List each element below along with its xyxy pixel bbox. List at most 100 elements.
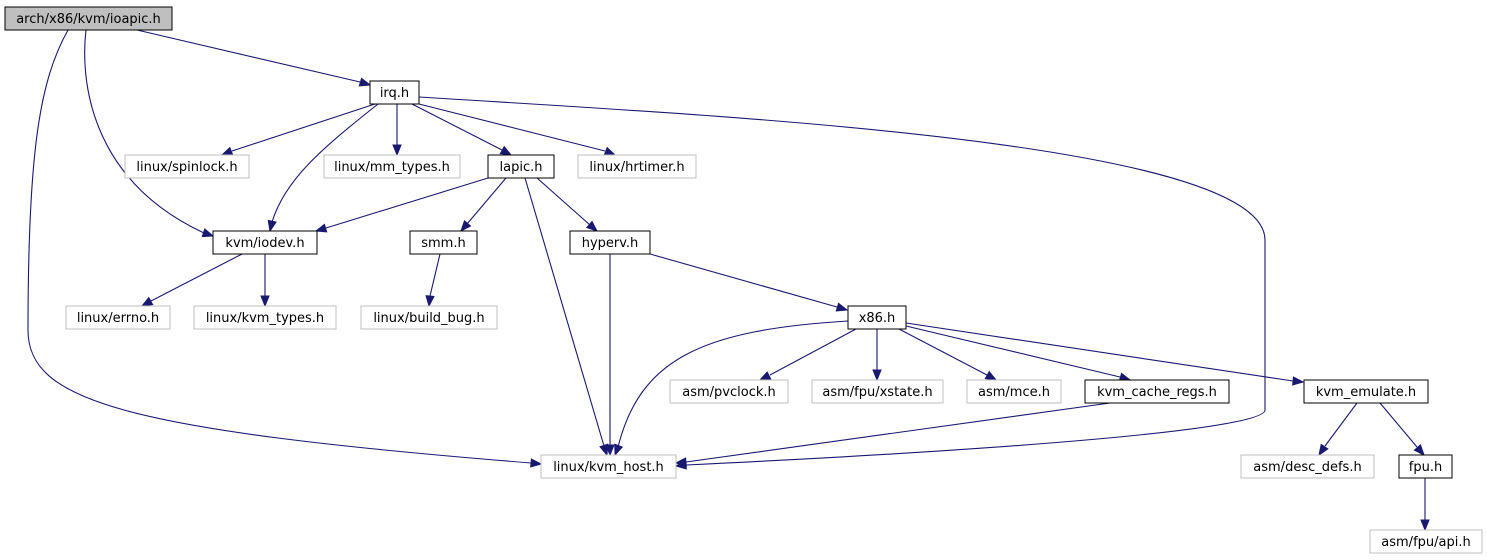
edge-line	[466, 177, 507, 225]
node-box	[847, 305, 907, 330]
edge-line	[617, 320, 849, 448]
edge-x86-to-xstate	[872, 329, 882, 382]
node-box	[669, 379, 789, 404]
node-label: linux/errno.h	[77, 311, 159, 326]
edge-irq-to-spinlock	[220, 103, 376, 156]
node-label: kvm_cache_regs.h	[1097, 385, 1217, 400]
edge-arrowhead	[267, 219, 277, 233]
node-box	[65, 305, 171, 330]
edge-kvm_cache_regs-to-kvm_host	[674, 402, 1111, 467]
edge-irq-to-hrtimer	[418, 103, 617, 156]
node-errno: linux/errno.h	[65, 305, 171, 330]
edge-irq-to-mm_types	[392, 104, 402, 157]
node-xstate: asm/fpu/xstate.h	[811, 379, 944, 404]
edge-x86-to-kvm_cache_regs	[905, 325, 1132, 382]
edge-line	[524, 177, 605, 447]
node-box	[487, 154, 555, 179]
edge-arrowhead	[614, 443, 624, 457]
edge-line	[84, 29, 205, 234]
edge-line	[411, 103, 503, 151]
edge-ioapic-to-irq	[136, 29, 372, 87]
edge-line	[27, 29, 532, 464]
edge-lapic-to-hyperv	[536, 177, 599, 232]
edge-x86-to-kvm_emulate	[905, 322, 1305, 386]
node-iodev[interactable]: kvm/iodev.h	[212, 230, 318, 255]
node-box	[577, 154, 697, 179]
edge-arrowhead	[1318, 443, 1329, 457]
node-label: asm/desc_defs.h	[1253, 460, 1361, 475]
edge-line	[769, 328, 857, 376]
edge-kvm_emulate-to-desc_defs	[1318, 402, 1358, 457]
node-label: linux/spinlock.h	[136, 160, 237, 175]
edge-iodev-to-errno	[140, 253, 243, 307]
edge-line	[649, 253, 838, 308]
edge-arrowhead	[358, 77, 372, 87]
node-box	[1303, 379, 1429, 404]
edge-lapic-to-iodev	[314, 177, 489, 233]
edge-line	[898, 328, 988, 376]
node-build-bug: linux/build_bug.h	[360, 305, 498, 330]
node-lapic[interactable]: lapic.h	[487, 154, 555, 179]
node-label: linux/hrtimer.h	[589, 160, 684, 175]
node-label: irq.h	[380, 86, 409, 101]
node-label: x86.h	[859, 311, 896, 326]
node-box	[323, 154, 461, 179]
node-box	[4, 6, 173, 31]
node-irq[interactable]: irq.h	[369, 80, 420, 105]
node-box	[1398, 454, 1453, 479]
node-label: lapic.h	[500, 160, 543, 175]
node-kvm-cache-regs[interactable]: kvm_cache_regs.h	[1084, 379, 1230, 404]
edge-line	[1379, 402, 1418, 448]
node-x86[interactable]: x86.h	[847, 305, 907, 330]
edge-ioapic-to-kvm_host	[27, 29, 543, 468]
node-ioapic[interactable]: arch/x86/kvm/ioapic.h	[4, 6, 173, 31]
node-smm[interactable]: smm.h	[409, 230, 478, 255]
edge-arrowhead	[220, 146, 234, 156]
edge-arrowhead	[835, 302, 849, 312]
edge-line	[685, 402, 1111, 463]
node-box	[1084, 379, 1230, 404]
node-box	[1369, 529, 1483, 554]
edge-arrowhead	[260, 295, 270, 308]
edge-ioapic-to-iodev	[84, 29, 215, 238]
edge-arrowhead	[530, 458, 543, 468]
edge-irq-to-kvm_host	[418, 96, 1266, 470]
node-desc-defs: asm/desc_defs.h	[1240, 454, 1375, 479]
node-label: asm/fpu/xstate.h	[822, 385, 932, 400]
edge-arrowhead	[1420, 519, 1430, 532]
node-spinlock: linux/spinlock.h	[124, 154, 250, 179]
edge-fpu-to-fpu_api	[1420, 478, 1430, 532]
edge-line	[905, 322, 1294, 382]
node-box	[369, 80, 420, 105]
edge-line	[231, 103, 376, 152]
node-box	[540, 454, 677, 479]
edge-lapic-to-smm	[460, 177, 507, 233]
edge-smm-to-build_bug	[425, 253, 441, 308]
node-label: kvm_emulate.h	[1316, 385, 1416, 400]
node-label: linux/kvm_host.h	[553, 460, 664, 475]
edge-arrowhead	[603, 146, 617, 156]
edge-arrowhead	[1413, 443, 1425, 457]
node-hyperv[interactable]: hyperv.h	[569, 230, 651, 255]
node-label: hyperv.h	[582, 236, 639, 251]
edge-arrowhead	[425, 295, 435, 308]
edge-line	[536, 177, 591, 226]
node-mce: asm/mce.h	[966, 379, 1062, 404]
node-fpu[interactable]: fpu.h	[1398, 454, 1453, 479]
edges-layer	[27, 29, 1430, 532]
edge-hyperv-to-x86	[649, 253, 849, 312]
node-label: kvm/iodev.h	[225, 236, 304, 251]
edge-line	[429, 253, 441, 297]
node-box	[193, 305, 337, 330]
node-box	[124, 154, 250, 179]
node-kvm-types: linux/kvm_types.h	[193, 305, 337, 330]
edge-arrowhead	[392, 144, 402, 157]
edge-arrowhead	[201, 228, 215, 238]
node-kvm-emulate[interactable]: kvm_emulate.h	[1303, 379, 1429, 404]
node-label: asm/fpu/api.h	[1381, 535, 1470, 550]
edge-iodev-to-kvm_types	[260, 254, 270, 308]
edge-line	[418, 96, 1266, 466]
node-mm-types: linux/mm_types.h	[323, 154, 461, 179]
node-pvclock: asm/pvclock.h	[669, 379, 789, 404]
